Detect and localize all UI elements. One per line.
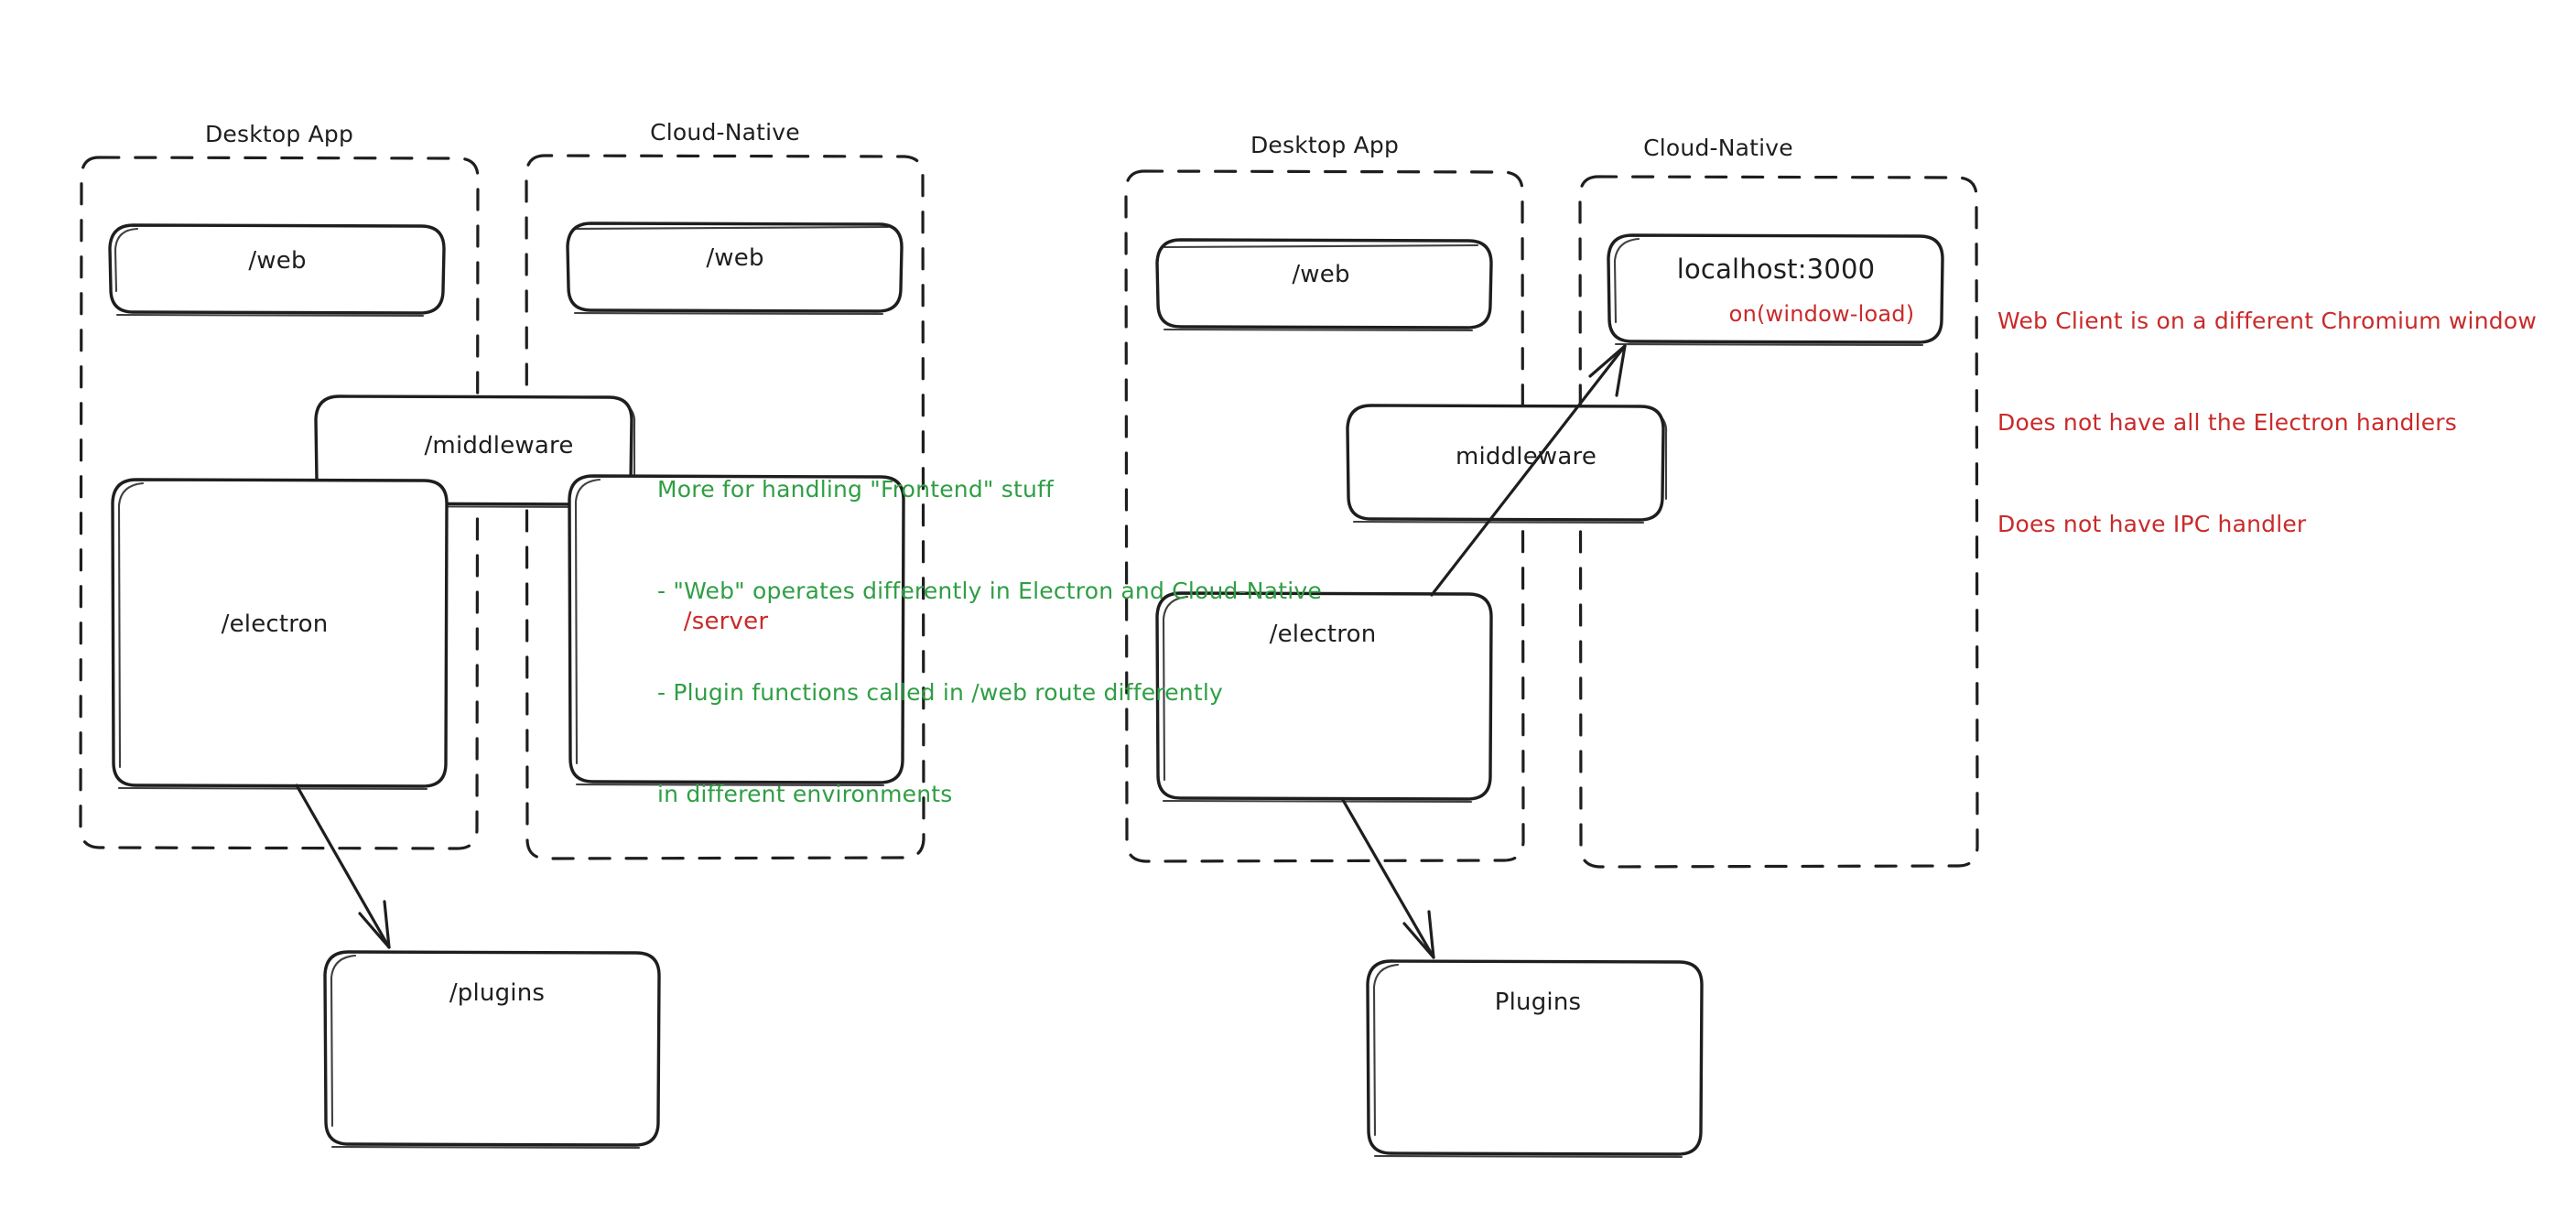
right-desktop-container-title: Desktop App (1250, 132, 1400, 158)
right-note-line-3: Does not have IPC handler (1997, 511, 2307, 537)
node-sublabel-right-localhost: on(window-load) (1728, 301, 1915, 327)
left-cloud-container-title: Cloud-Native (650, 119, 800, 146)
node-label-left-middleware: /middleware (424, 432, 574, 459)
right-cloud-container-title: Cloud-Native (1643, 135, 1793, 161)
right-note-line-1: Web Client is on a different Chromium wi… (1997, 308, 2537, 334)
node-right-plugins[interactable] (1366, 959, 1704, 1159)
left-note-line-1: More for handling "Frontend" stuff (657, 476, 1055, 503)
node-label-left-electron: /electron (221, 611, 329, 638)
left-note-line-2: - "Web" operates differently in Electron… (657, 578, 1322, 604)
node-label-right-middleware: middleware (1455, 443, 1597, 470)
edge-left-electron-to-plugins (295, 784, 391, 949)
node-label-left-server: /server (683, 608, 769, 635)
right-cloud-container (1578, 175, 1979, 869)
node-right-middleware[interactable] (1346, 404, 1668, 524)
node-left-server[interactable] (568, 474, 905, 787)
right-group-note: Web Client is on a different Chromium wi… (1997, 236, 2537, 609)
node-left-desktop-web[interactable] (108, 223, 446, 318)
edge-right-electron-to-plugins (1341, 798, 1435, 959)
node-left-electron[interactable] (111, 478, 449, 791)
right-note-line-2: Does not have all the Electron handlers (1997, 409, 2458, 436)
node-label-right-plugins: Plugins (1494, 989, 1582, 1016)
node-right-desktop-web[interactable] (1155, 238, 1493, 332)
node-label-left-desktop-web: /web (248, 247, 307, 275)
node-label-right-desktop-web: /web (1292, 261, 1350, 288)
node-right-electron[interactable] (1155, 591, 1493, 804)
node-label-right-localhost: localhost:3000 (1676, 254, 1876, 285)
node-right-localhost[interactable] (1607, 233, 1944, 347)
edge-right-electron-to-localhost (1430, 344, 1627, 597)
right-desktop-container (1124, 169, 1525, 863)
left-note-line-3: - Plugin functions called in /web route … (657, 679, 1223, 706)
node-label-left-cloud-web: /web (706, 244, 764, 272)
node-label-left-plugins: /plugins (449, 979, 546, 1007)
node-left-plugins[interactable] (323, 950, 661, 1150)
node-left-cloud-web[interactable] (566, 222, 904, 316)
left-note-line-4: in different environments (657, 781, 953, 807)
left-desktop-container (79, 156, 480, 850)
left-group-note: More for handling "Frontend" stuff - "We… (657, 405, 1322, 879)
left-desktop-container-title: Desktop App (204, 121, 354, 147)
node-label-right-electron: /electron (1269, 621, 1377, 648)
